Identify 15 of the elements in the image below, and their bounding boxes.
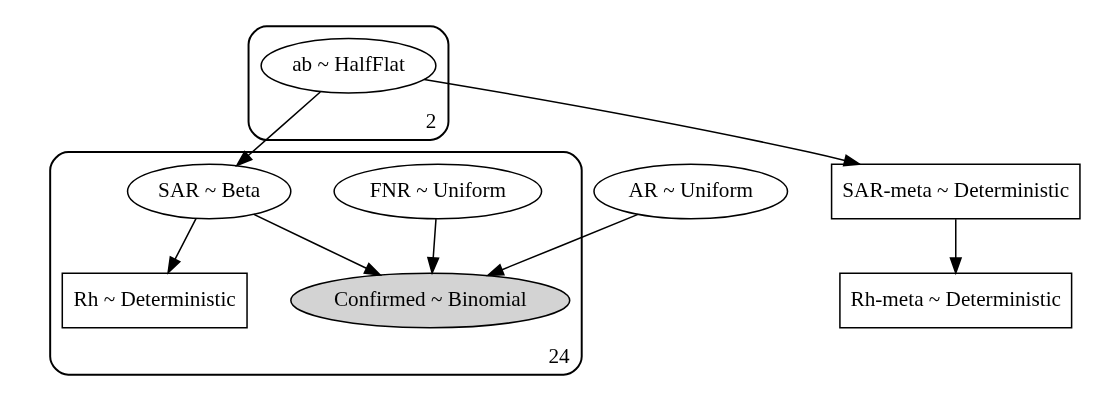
arrow bbox=[167, 217, 197, 275]
node-box: Rh-meta ~ Deterministic bbox=[839, 272, 1073, 329]
node-box: SAR-meta ~ Deterministic bbox=[830, 163, 1081, 220]
node-ellipse: ab ~ HalfFlat bbox=[260, 37, 437, 94]
arrow bbox=[235, 91, 322, 168]
arrow bbox=[949, 218, 963, 276]
arrow bbox=[426, 218, 440, 276]
arrow bbox=[253, 213, 383, 276]
node-box: Rh ~ Deterministic bbox=[61, 272, 248, 329]
node-ellipse: FNR ~ Uniform bbox=[333, 163, 543, 220]
arrow bbox=[423, 78, 862, 167]
node-ellipse: Confirmed ~ Binomial bbox=[290, 272, 571, 329]
node-ellipse: AR ~ Uniform bbox=[593, 163, 789, 220]
node-ellipse: SAR ~ Beta bbox=[126, 163, 292, 220]
arrow bbox=[485, 213, 639, 277]
